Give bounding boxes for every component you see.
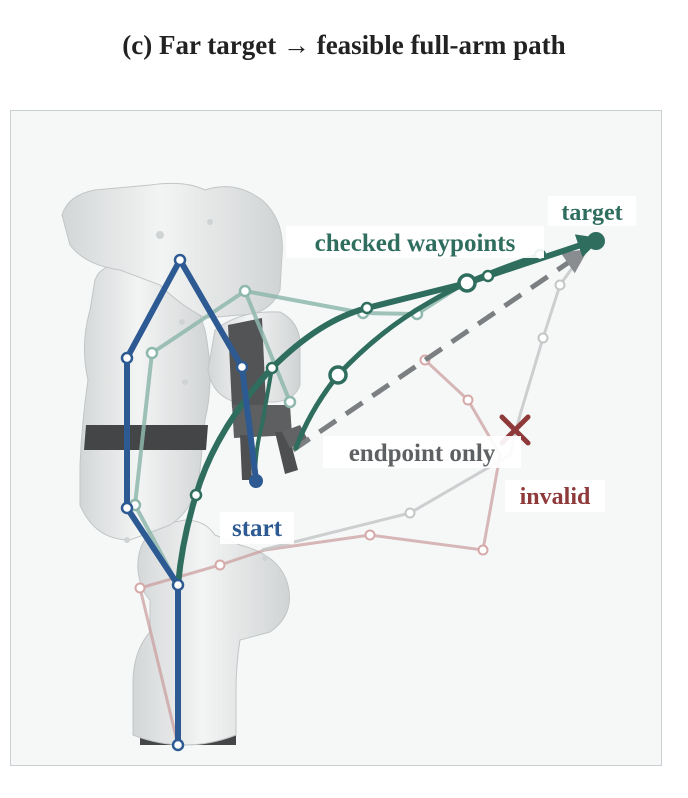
endpoint-only-label: endpoint only xyxy=(349,440,496,467)
figure-title: (c) Far target → feasible full-arm path xyxy=(122,30,566,60)
start-point xyxy=(249,474,263,488)
target-point xyxy=(587,232,605,250)
checked-waypoints-label-bg xyxy=(286,226,544,258)
endpoint-only-arm-joints xyxy=(404,279,566,519)
start-label: start xyxy=(232,515,283,542)
endpoint-only-path xyxy=(291,248,589,453)
endpoint-only-label-bg xyxy=(323,436,521,468)
invalid-label-bg xyxy=(505,480,605,512)
start-label-bg xyxy=(220,512,294,544)
target-label: target xyxy=(561,200,622,226)
checked-waypoints-label: checked waypoints xyxy=(315,230,516,257)
invalid-arm-joints xyxy=(134,354,489,594)
invalid-label: invalid xyxy=(520,484,591,510)
start-arm-joints xyxy=(120,253,249,752)
target-label-bg xyxy=(548,196,636,226)
